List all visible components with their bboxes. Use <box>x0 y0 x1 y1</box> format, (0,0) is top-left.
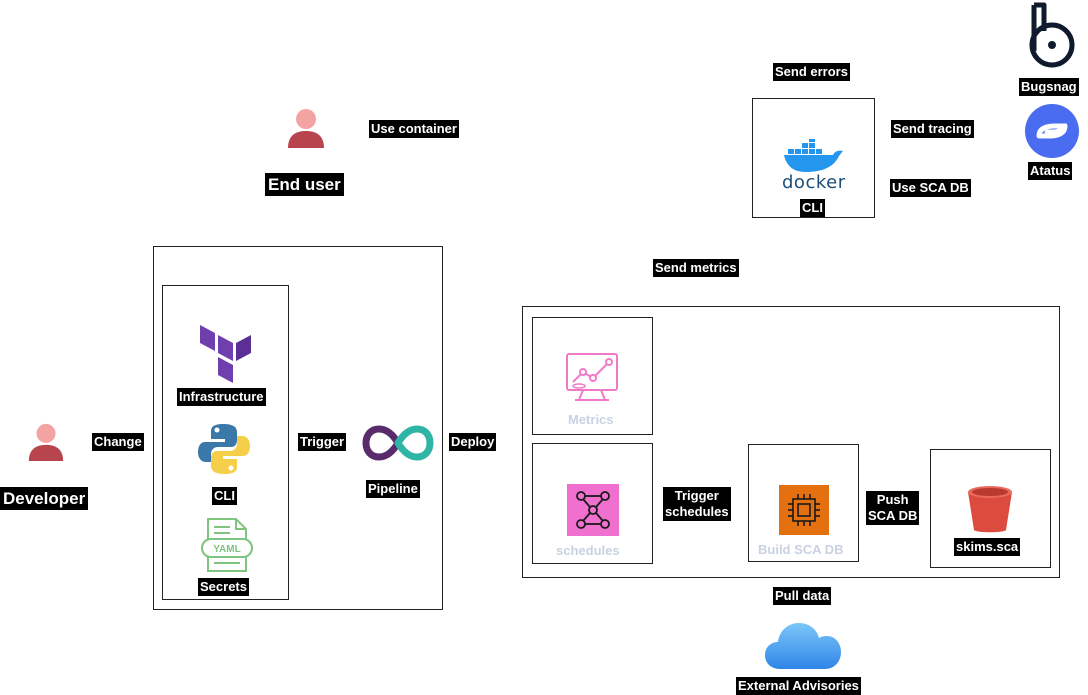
end-user-label: End user <box>265 173 344 196</box>
step-functions-icon <box>567 484 619 536</box>
edge-send-tracing: Send tracing <box>891 120 974 138</box>
atatus-icon <box>1025 104 1079 158</box>
edge-push-sca-db: Push SCA DB <box>866 491 920 525</box>
ec2-icon <box>779 485 829 535</box>
external-advisories-label: External Advisories <box>736 677 861 695</box>
edge-send-metrics: Send metrics <box>653 259 739 277</box>
pipeline-label: Pipeline <box>366 480 420 498</box>
metrics-label: Metrics <box>568 412 614 427</box>
bugsnag-label: Bugsnag <box>1019 78 1079 96</box>
docker-wordmark: docker <box>782 172 846 193</box>
metrics-icon <box>565 352 619 402</box>
edge-send-errors: Send errors <box>773 63 850 81</box>
developer-label: Developer <box>0 487 89 510</box>
docker-icon <box>783 139 845 173</box>
terraform-icon <box>200 325 252 383</box>
docker-cli-box <box>752 98 875 218</box>
edge-use-sca-db: Use SCA DB <box>890 179 971 197</box>
edge-change: Change <box>92 433 144 451</box>
atatus-label: Atatus <box>1028 162 1073 180</box>
edge-trigger: Trigger <box>298 433 347 451</box>
s3-bucket-icon <box>966 484 1014 534</box>
bugsnag-icon <box>1026 1 1078 71</box>
edge-use-container: Use container <box>369 120 459 138</box>
infrastructure-label: Infrastructure <box>177 388 266 406</box>
edge-pull-data: Pull data <box>773 587 832 605</box>
secrets-label: Secrets <box>198 578 249 596</box>
edge-trigger-schedules: Trigger schedules <box>663 487 731 521</box>
cloud-icon <box>764 619 842 671</box>
end-user-icon <box>285 106 327 150</box>
pipeline-infinity-icon <box>362 424 434 462</box>
yaml-badge-text: YAML <box>213 544 240 555</box>
python-icon <box>197 422 251 476</box>
yaml-file-icon: YAML <box>200 517 254 573</box>
schedules-label: schedules <box>556 543 620 558</box>
skims-sca-label: skims.sca <box>954 538 1021 556</box>
docker-cli-label: CLI <box>800 199 825 217</box>
edge-deploy: Deploy <box>449 433 497 451</box>
developer-icon <box>26 421 66 463</box>
cli-label: CLI <box>212 487 237 505</box>
build-sca-db-label: Build SCA DB <box>758 542 844 557</box>
